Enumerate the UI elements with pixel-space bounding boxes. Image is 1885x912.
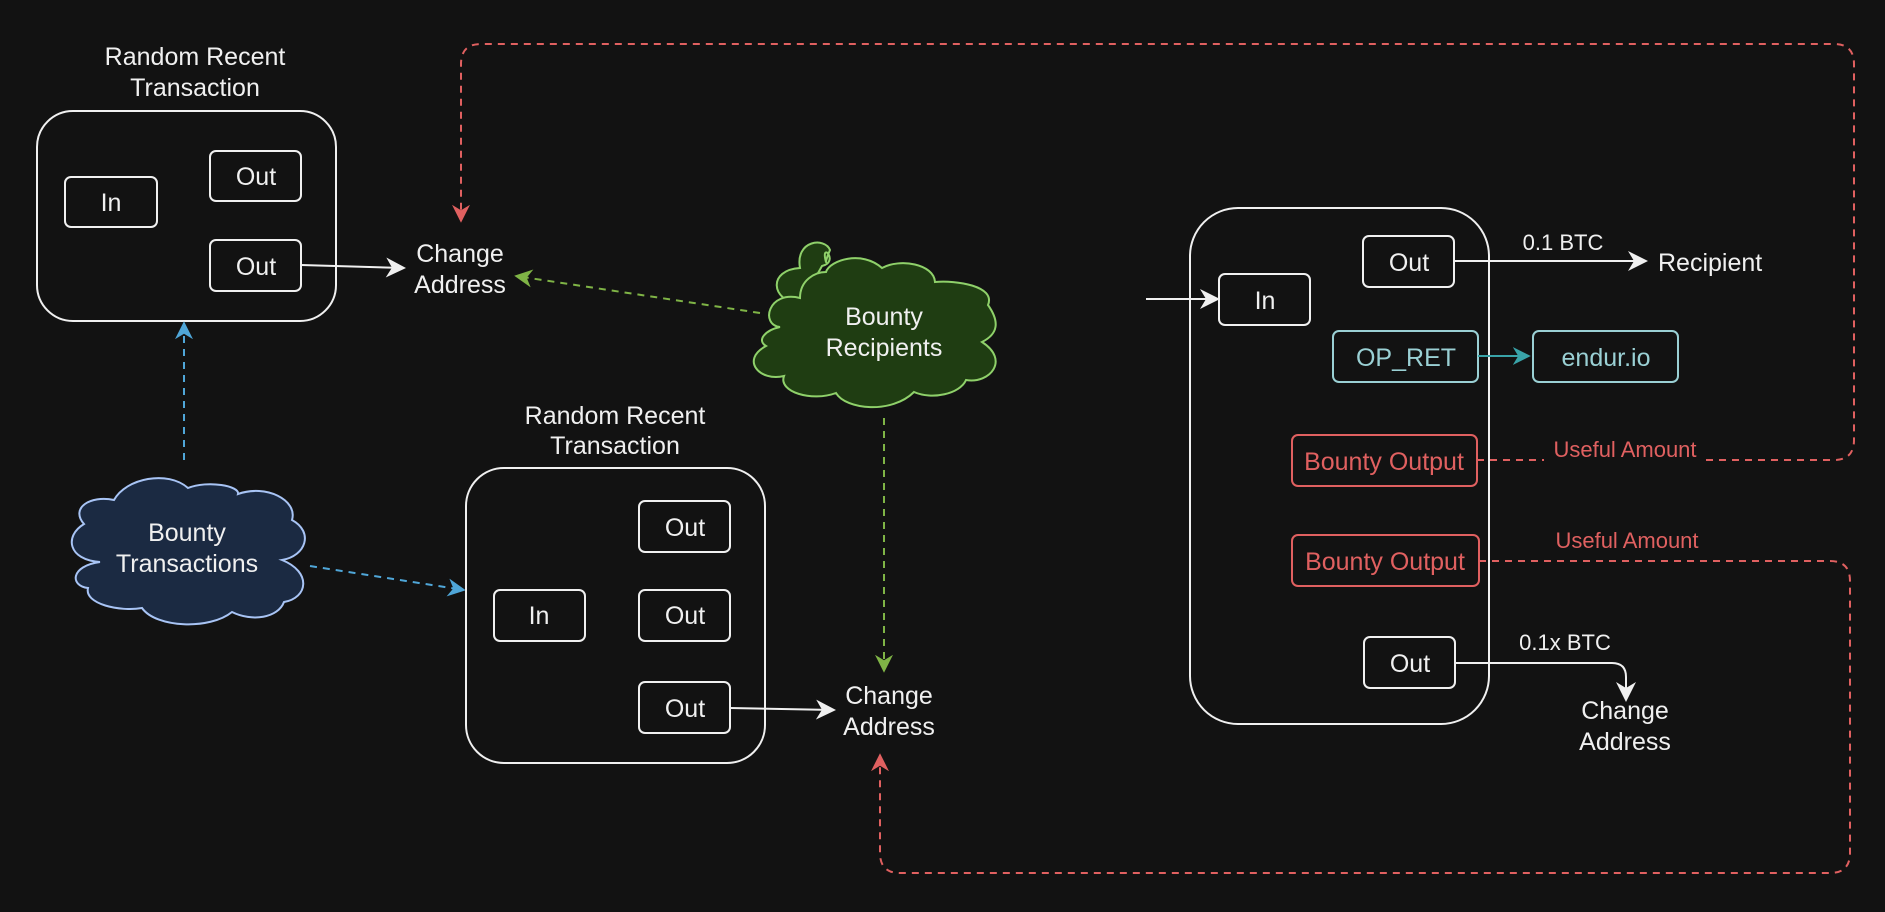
bounty-tx-out-top-label: Out [1389, 249, 1429, 277]
endur-label: endur.io [1562, 344, 1651, 372]
tx2-out1-label: Out [665, 514, 705, 542]
tx1-in-box [64, 176, 158, 228]
change-address-2: Change Address [843, 682, 935, 741]
change-address-2-line2: Address [843, 713, 935, 741]
bounty-recipients-cloud-body [752, 257, 997, 409]
tx2-out1-box [638, 500, 731, 553]
tx1-out1-label: Out [236, 163, 276, 191]
bounty-transactions-line1: Bounty [148, 519, 226, 547]
useful-amount-2-dashed-path [871, 560, 1851, 874]
bounty-transactions-line2: Transactions [116, 550, 258, 578]
bounty-recipients-line1: Bounty [845, 303, 923, 331]
bounty-recipients-line2: Recipients [826, 334, 943, 362]
change-address-3-amount: 0.1x BTC [1519, 630, 1611, 655]
change-address-3-line2: Address [1579, 728, 1671, 756]
bounty-transaction: In Out OP_RET Bounty Output Bounty Outpu… [1189, 207, 1490, 725]
tx2-in-box [493, 589, 586, 642]
tx2-title-line1: Random Recent [525, 402, 706, 430]
useful-amount-1-label: Useful Amount [1553, 437, 1696, 462]
useful-amount-1-dashed-path [461, 43, 1855, 461]
bounty-tx-out-bottom-label: Out [1390, 650, 1430, 678]
change-address-3-line1: Change [1581, 697, 1669, 725]
tx1-title-line2: Transaction [130, 74, 260, 102]
bounty-tx-in-label: In [1255, 287, 1276, 315]
recipients-to-change1-dashed [514, 269, 761, 314]
change-address-1-line1: Change [416, 240, 504, 268]
tx2-out3-box [638, 681, 731, 734]
random-recent-transaction-2: Random Recent Transaction In Out Out Out [465, 402, 766, 764]
useful-amount-2-label: Useful Amount [1555, 528, 1698, 553]
recipient-amount: 0.1 BTC [1523, 230, 1604, 255]
random-recent-transaction-1: Random Recent Transaction In Out Out [36, 43, 337, 322]
change-address-1: Change Address [414, 240, 506, 299]
bounty-output-1-label: Bounty Output [1304, 448, 1464, 476]
change-address-2-line1: Change [845, 682, 933, 710]
bounty-transactions-cloud [70, 477, 306, 626]
transactions-to-tx2-dashed [309, 565, 466, 597]
endur-box [1532, 330, 1679, 383]
tx2-out2-label: Out [665, 602, 705, 630]
change-address-1-line2: Address [414, 271, 506, 299]
tx2-to-change-arrow [729, 699, 836, 720]
tx1-container [36, 110, 337, 322]
tx1-out2-label: Out [236, 253, 276, 281]
tx2-in-label: In [529, 602, 550, 630]
green-cloud-path [752, 257, 997, 409]
bounty-recipients-cloud [775, 241, 832, 307]
tx1-to-change-arrow [300, 257, 406, 278]
tx1-in-label: In [101, 189, 122, 217]
green-cloud-outline [775, 241, 832, 307]
bounty-tx-in-box [1218, 273, 1311, 326]
tx1-out1-box [209, 150, 302, 202]
recipient-label: Recipient [1658, 249, 1762, 277]
tx2-out3-label: Out [665, 695, 705, 723]
bounty-output-2-label: Bounty Output [1305, 548, 1465, 576]
op-ret-label: OP_RET [1356, 344, 1456, 372]
tx2-out2-box [638, 589, 731, 642]
tx2-title-line2: Transaction [550, 432, 680, 460]
out-to-change3-arrow [1455, 662, 1636, 702]
bounty-tx-container [1189, 207, 1490, 725]
tx1-title-line1: Random Recent [105, 43, 286, 71]
tx2-container [465, 467, 766, 764]
